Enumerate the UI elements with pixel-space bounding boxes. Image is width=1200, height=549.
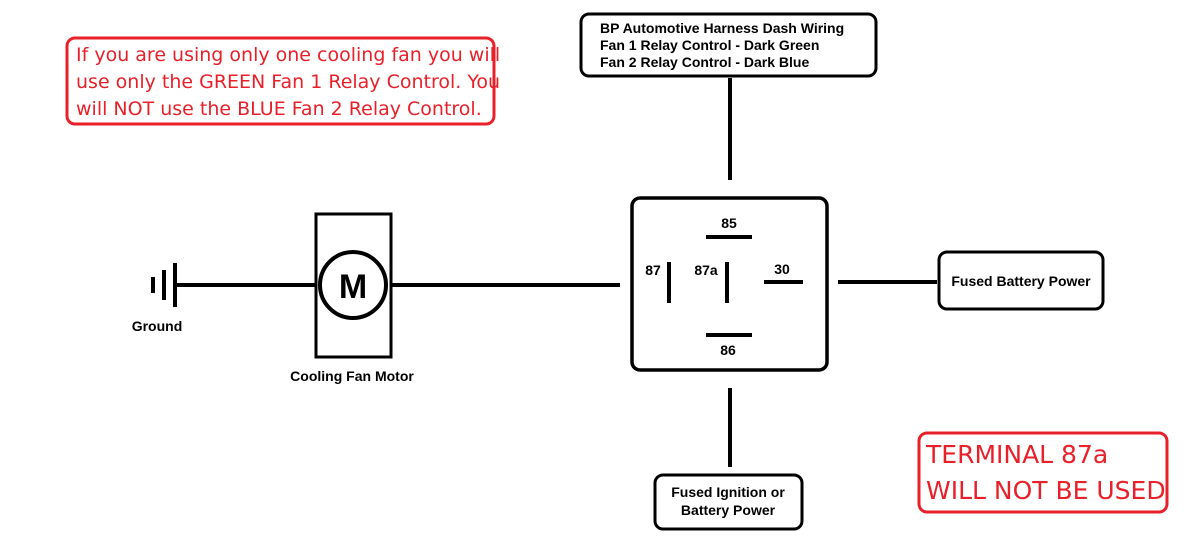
harness-wiring-line-3: Fan 2 Relay Control - Dark Blue: [600, 54, 809, 70]
single-fan-note-border: [65, 36, 496, 126]
battery-power-box-border: [937, 250, 1105, 311]
terminal-87-label: 87: [645, 262, 661, 278]
ignition-power-box-border: [653, 473, 804, 531]
battery-power-label: Fused Battery Power: [951, 273, 1091, 289]
harness-wiring-line-1: BP Automotive Harness Dash Wiring: [600, 20, 844, 36]
single-fan-note: If you are using only one cooling fan yo…: [65, 36, 500, 126]
terminal-87a-note-line-2: WILL NOT BE USED: [926, 476, 1166, 505]
harness-wiring-box: BP Automotive Harness Dash Wiring Fan 1 …: [579, 12, 878, 78]
terminal-86-label: 86: [720, 342, 736, 358]
terminal-87a-note: TERMINAL 87a WILL NOT BE USED: [917, 431, 1169, 514]
battery-power-box: Fused Battery Power: [937, 250, 1105, 311]
motor-symbol: M: [339, 268, 367, 306]
ground-icon: [151, 263, 177, 307]
motor-label: Cooling Fan Motor: [290, 368, 414, 384]
ground-label: Ground: [132, 318, 183, 334]
harness-wiring-box-border: [579, 12, 878, 78]
single-fan-note-line-1: If you are using only one cooling fan yo…: [76, 44, 500, 66]
cooling-fan-motor: M Cooling Fan Motor: [290, 212, 414, 384]
terminal-87a-label: 87a: [694, 262, 718, 278]
terminal-85-label: 85: [721, 215, 737, 231]
relay: 85 86 87 87a 30: [630, 196, 829, 372]
ignition-power-line-1: Fused Ignition or: [671, 484, 785, 500]
terminal-87a-note-border: [917, 431, 1169, 514]
single-fan-note-line-2: use only the GREEN Fan 1 Relay Control. …: [76, 71, 500, 93]
single-fan-note-line-3: will NOT use the BLUE Fan 2 Relay Contro…: [76, 98, 482, 120]
motor-icon: [318, 250, 388, 320]
terminal-87a-note-line-1: TERMINAL 87a: [925, 440, 1108, 469]
ignition-power-line-2: Battery Power: [681, 502, 776, 518]
terminal-30-label: 30: [774, 261, 790, 277]
harness-wiring-line-2: Fan 1 Relay Control - Dark Green: [600, 37, 819, 53]
relay-body: [630, 196, 829, 372]
ignition-power-box: Fused Ignition or Battery Power: [653, 473, 804, 531]
